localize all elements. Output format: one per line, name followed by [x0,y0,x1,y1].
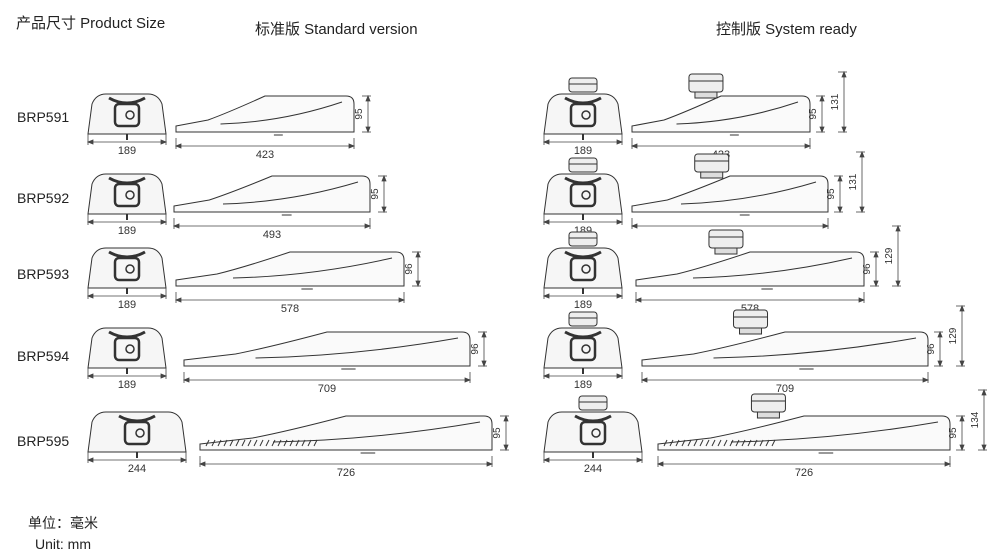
std-front-view [87,327,167,374]
system-ready-heading: 控制版 System ready [716,21,857,38]
std-height-dimension [362,94,371,134]
std-height-value: 95 [354,108,365,120]
model-label: BRP594 [17,348,70,364]
model-label: BRP593 [17,266,70,282]
std-width-dimension [86,452,188,463]
sys-total-height-dimension [956,304,965,368]
std-length-dimension [198,456,494,467]
std-length-dimension [174,138,356,149]
model-label: BRP591 [17,109,70,125]
sys-length-dimension [640,372,930,383]
sys-width-value: 189 [574,299,592,311]
std-width-value: 189 [118,379,136,391]
sys-side-view [631,73,811,136]
std-width-dimension [86,134,168,145]
sys-length-dimension [634,292,866,303]
standard-version-heading: 标准版 Standard version [255,21,418,38]
std-width-value: 189 [118,299,136,311]
sys-side-view [631,153,829,216]
sys-total-height-dimension [856,150,865,214]
sys-length-value: 709 [776,383,794,395]
sys-total-height-value: 131 [830,93,841,110]
sys-body-height-value: 95 [808,108,819,120]
sys-total-height-value: 129 [884,247,895,264]
sys-total-height-value: 131 [848,173,859,190]
sys-side-view [657,393,951,454]
sys-length-dimension [656,456,952,467]
std-width-value: 244 [128,463,146,475]
std-length-dimension [174,292,406,303]
sys-front-view [543,231,623,294]
sys-body-height-value: 95 [948,427,959,439]
std-width-dimension [86,368,168,379]
std-front-view [87,247,167,294]
sys-front-view [543,311,623,374]
std-length-dimension [172,218,372,229]
std-width-dimension [86,214,168,225]
std-side-view [175,251,405,290]
sys-width-value: 189 [574,379,592,391]
model-label: BRP595 [17,433,70,449]
sys-width-dimension [542,368,624,379]
sys-width-value: 244 [584,463,602,475]
std-height-dimension [478,330,487,368]
std-height-dimension [412,250,421,288]
sys-width-dimension [542,288,624,299]
sys-body-height-dimension [816,94,825,134]
std-width-value: 189 [118,225,136,237]
std-length-value: 709 [318,383,336,395]
sys-side-view [641,309,929,370]
sys-body-height-value: 95 [826,188,837,200]
sys-front-view [543,77,623,140]
std-width-value: 189 [118,145,136,157]
unit-label-cn: 单位：毫米 [28,515,98,531]
sys-body-height-value: 96 [926,343,937,355]
std-height-value: 95 [370,188,381,200]
std-length-dimension [182,372,472,383]
std-height-value: 96 [470,343,481,355]
model-label: BRP592 [17,190,70,206]
std-width-dimension [86,288,168,299]
sys-width-dimension [542,134,624,145]
sys-body-height-dimension [834,174,843,214]
sys-width-dimension [542,214,624,225]
std-front-view [87,411,187,458]
sys-width-dimension [542,452,644,463]
sys-total-height-value: 134 [970,411,981,428]
sys-length-value: 726 [795,467,813,479]
sys-width-value: 189 [574,145,592,157]
sys-body-height-value: 96 [862,263,873,275]
sys-length-dimension [630,138,812,149]
std-length-value: 726 [337,467,355,479]
sys-total-height-dimension [838,70,847,134]
sys-total-height-dimension [892,224,901,288]
std-height-dimension [500,414,509,452]
std-height-value: 96 [404,263,415,275]
std-front-view [87,93,167,140]
std-height-value: 95 [492,427,503,439]
sys-total-height-value: 129 [948,327,959,344]
std-length-value: 493 [263,229,281,241]
std-side-view [175,95,355,136]
std-side-view [199,415,493,454]
sys-length-dimension [630,218,830,229]
std-length-value: 578 [281,303,299,315]
std-height-dimension [378,174,387,214]
unit-label-en: Unit: mm [35,536,91,552]
sys-body-height-dimension [934,330,943,368]
sys-side-view [635,229,865,290]
page-title: 产品尺寸 Product Size [16,15,166,32]
std-side-view [183,331,471,370]
std-front-view [87,173,167,220]
sys-body-height-dimension [956,414,965,452]
sys-body-height-dimension [870,250,879,288]
sys-total-height-dimension [978,388,987,452]
sys-front-view [543,157,623,220]
std-side-view [173,175,371,216]
std-length-value: 423 [256,149,274,161]
sys-front-view [543,395,643,458]
